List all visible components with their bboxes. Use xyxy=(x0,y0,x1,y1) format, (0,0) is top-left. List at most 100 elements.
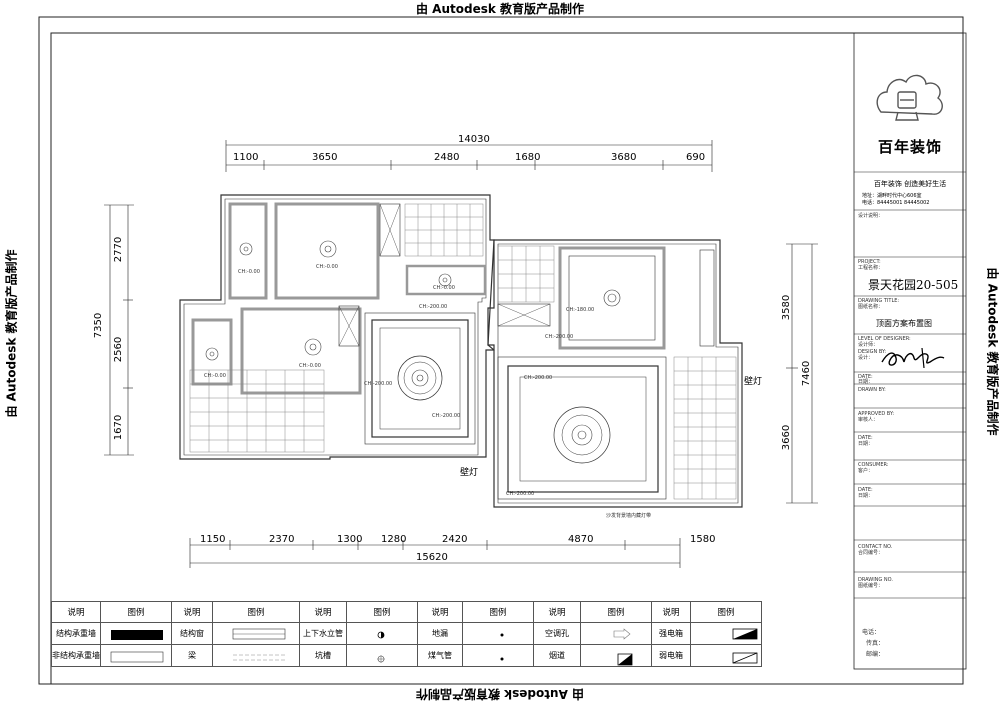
legend-item: 煤气管 xyxy=(417,644,463,667)
field-label: 设计师： xyxy=(858,342,879,348)
company-logo-icon xyxy=(876,74,943,121)
dim-bottom-seg: 2420 xyxy=(442,534,468,545)
legend-item: 结构窗 xyxy=(171,622,213,645)
field-label: APPROVED BY: xyxy=(858,411,895,417)
project-label: PROJECT: xyxy=(858,259,881,265)
dim-right-seg: 3660 xyxy=(781,424,793,451)
field-label: DATE: xyxy=(858,374,873,380)
dim-bottom-seg: 1150 xyxy=(200,534,226,545)
contact-label: 邮编： xyxy=(866,651,885,658)
dim-bottom-seg: 1280 xyxy=(381,534,407,545)
legend-symbol xyxy=(462,644,534,667)
legend-symbol xyxy=(346,622,418,645)
legend-symbol xyxy=(690,644,762,667)
dim-right-seg: 3580 xyxy=(781,294,793,321)
field-label: DRAWN BY: xyxy=(858,387,886,393)
ceiling-height: CH:-0.00 xyxy=(316,264,338,270)
legend-symbol xyxy=(212,644,300,667)
drawing-label: DRAWING TITLE: xyxy=(858,298,900,304)
legend-header: 说明 xyxy=(51,601,101,623)
ceiling-height: CH:-200.00 xyxy=(524,375,553,381)
legend-symbol xyxy=(580,622,652,645)
ceiling-height: CH:-0.00 xyxy=(238,269,260,275)
ceiling-height: CH:-200.00 xyxy=(545,334,574,340)
legend-item: 弱电箱 xyxy=(651,644,691,667)
signature-icon xyxy=(881,347,945,369)
legend-header: 说明 xyxy=(417,601,463,623)
legend-item: 空调孔 xyxy=(533,622,581,645)
field-label: CONSUMER: xyxy=(858,462,889,468)
legend-header: 图例 xyxy=(462,601,534,623)
company-address: 地址：湖畔时代中心606室 xyxy=(862,193,922,199)
dim-top-total: 14030 xyxy=(458,134,490,145)
field-label: DATE: xyxy=(858,487,873,493)
dim-bottom-seg: 4870 xyxy=(568,534,594,545)
legend-header: 说明 xyxy=(299,601,347,623)
field-label: 合同编号： xyxy=(858,550,884,556)
inner-frame xyxy=(50,32,964,685)
ceiling-height: CH:-200.00 xyxy=(506,491,535,497)
wall-lamp-label: 壁灯 xyxy=(744,377,763,387)
field-label: CONTACT NO. xyxy=(858,544,893,550)
ceiling-height: CH:-180.00 xyxy=(566,307,595,313)
legend-header: 图例 xyxy=(346,601,418,623)
field-label: LEVEL OF DESIGNER: xyxy=(858,336,911,342)
legend-item: 坑槽 xyxy=(299,644,347,667)
dim-left-seg: 2770 xyxy=(113,236,125,263)
legend-header: 图例 xyxy=(690,601,762,623)
legend-item: 梁 xyxy=(171,644,213,667)
legend-header: 图例 xyxy=(100,601,172,623)
dim-top-seg: 3680 xyxy=(611,152,637,163)
legend-header: 说明 xyxy=(533,601,581,623)
legend-header: 图例 xyxy=(212,601,300,623)
floor-plan xyxy=(179,194,743,508)
legend-item: 烟道 xyxy=(533,644,581,667)
legend-symbol xyxy=(212,622,300,645)
drawing-label-cn: 图纸名称： xyxy=(858,304,884,310)
dim-bottom-total: 15620 xyxy=(416,552,448,563)
ceiling-height: CH:-200.00 xyxy=(419,304,448,310)
dimension-lines xyxy=(104,140,818,568)
project-label-cn: 工程名称： xyxy=(858,265,884,271)
title-block xyxy=(853,32,967,670)
ceiling-height: CH:-200.00 xyxy=(432,413,461,419)
legend-item: 强电箱 xyxy=(651,622,691,645)
dim-left-seg: 1670 xyxy=(113,414,125,441)
field-label: 设计： xyxy=(858,355,874,361)
contact-label: 传真： xyxy=(866,640,885,647)
field-label: 日期： xyxy=(858,493,874,499)
ceiling-height: CH:-0.00 xyxy=(204,373,226,379)
legend-table: 说明 图例 说明 图例 说明 图例 说明 图例 说明 图例 说明 图例 结构承重… xyxy=(51,601,762,667)
legend-symbol xyxy=(462,622,534,645)
field-label: DRAWING NO. xyxy=(858,577,893,583)
field-label: DESIGN BY: xyxy=(858,349,887,355)
field-label: 审核人： xyxy=(858,417,879,423)
dim-top-seg: 1100 xyxy=(233,152,259,163)
legend-symbol xyxy=(580,644,652,667)
company-slogan: 百年装饰 创造美好生活 xyxy=(873,180,947,188)
dim-bottom-seg: 2370 xyxy=(269,534,295,545)
dim-bottom-seg: 1580 xyxy=(690,534,716,545)
drawing-name: 顶面方案布置图 xyxy=(876,319,932,328)
legend-symbol xyxy=(346,644,418,667)
dim-right-total: 7460 xyxy=(801,360,813,387)
field-label: 日期： xyxy=(858,379,874,385)
ceiling-height: CH:-0.00 xyxy=(299,363,321,369)
ceiling-height: CH:-0.00 xyxy=(433,285,455,291)
dim-left-seg: 2560 xyxy=(113,336,125,363)
legend-header: 图例 xyxy=(580,601,652,623)
contact-label: 电话： xyxy=(862,629,881,636)
legend-header: 说明 xyxy=(171,601,213,623)
watermark-top: 由 Autodesk 教育版产品制作 xyxy=(415,2,585,16)
dim-left-total: 7350 xyxy=(93,312,105,339)
legend-symbol xyxy=(100,622,172,645)
legend-header: 说明 xyxy=(651,601,691,623)
legend-item: 地漏 xyxy=(417,622,463,645)
field-label: 客户： xyxy=(858,468,874,474)
company-phone: 电话：84445001 84445002 xyxy=(862,200,930,206)
ceiling-light-icon xyxy=(205,240,617,446)
legend-item: 结构承重墙 xyxy=(51,622,101,645)
project-name: 景天花园20-505 xyxy=(868,278,959,292)
notes-title: 设计说明： xyxy=(858,213,884,219)
